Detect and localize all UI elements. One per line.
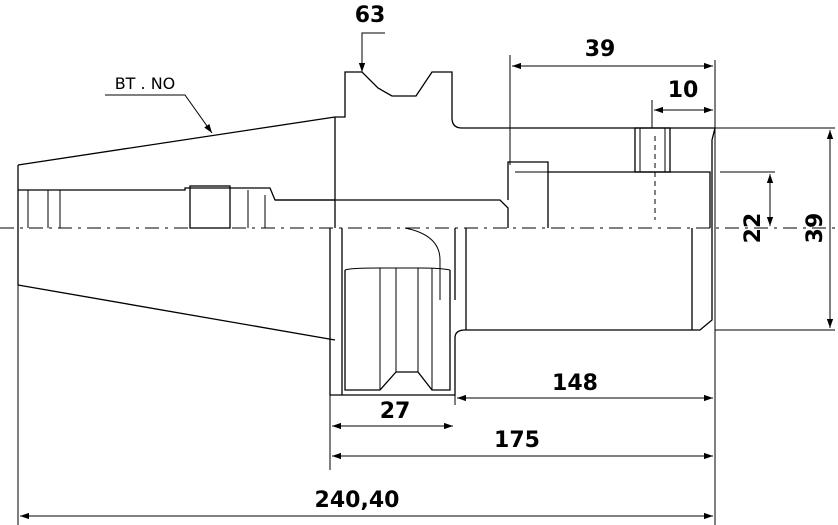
dim-39-top-label: 39 xyxy=(585,37,616,62)
dim-148-label: 148 xyxy=(552,371,598,396)
dim-27-label: 27 xyxy=(380,399,411,424)
dim-22-label: 22 xyxy=(741,213,766,244)
tool-holder-outline xyxy=(17,71,716,396)
dim-39-right-label: 39 xyxy=(803,213,828,244)
dimension-lines xyxy=(20,32,834,520)
dim-10-label: 10 xyxy=(668,78,699,103)
dim-overall-label: 240,40 xyxy=(315,488,400,513)
extension-lines xyxy=(17,55,835,525)
dim-63-label: 63 xyxy=(355,3,386,28)
part-label: BT . NO xyxy=(115,74,176,93)
dim-175-label: 175 xyxy=(494,428,540,453)
